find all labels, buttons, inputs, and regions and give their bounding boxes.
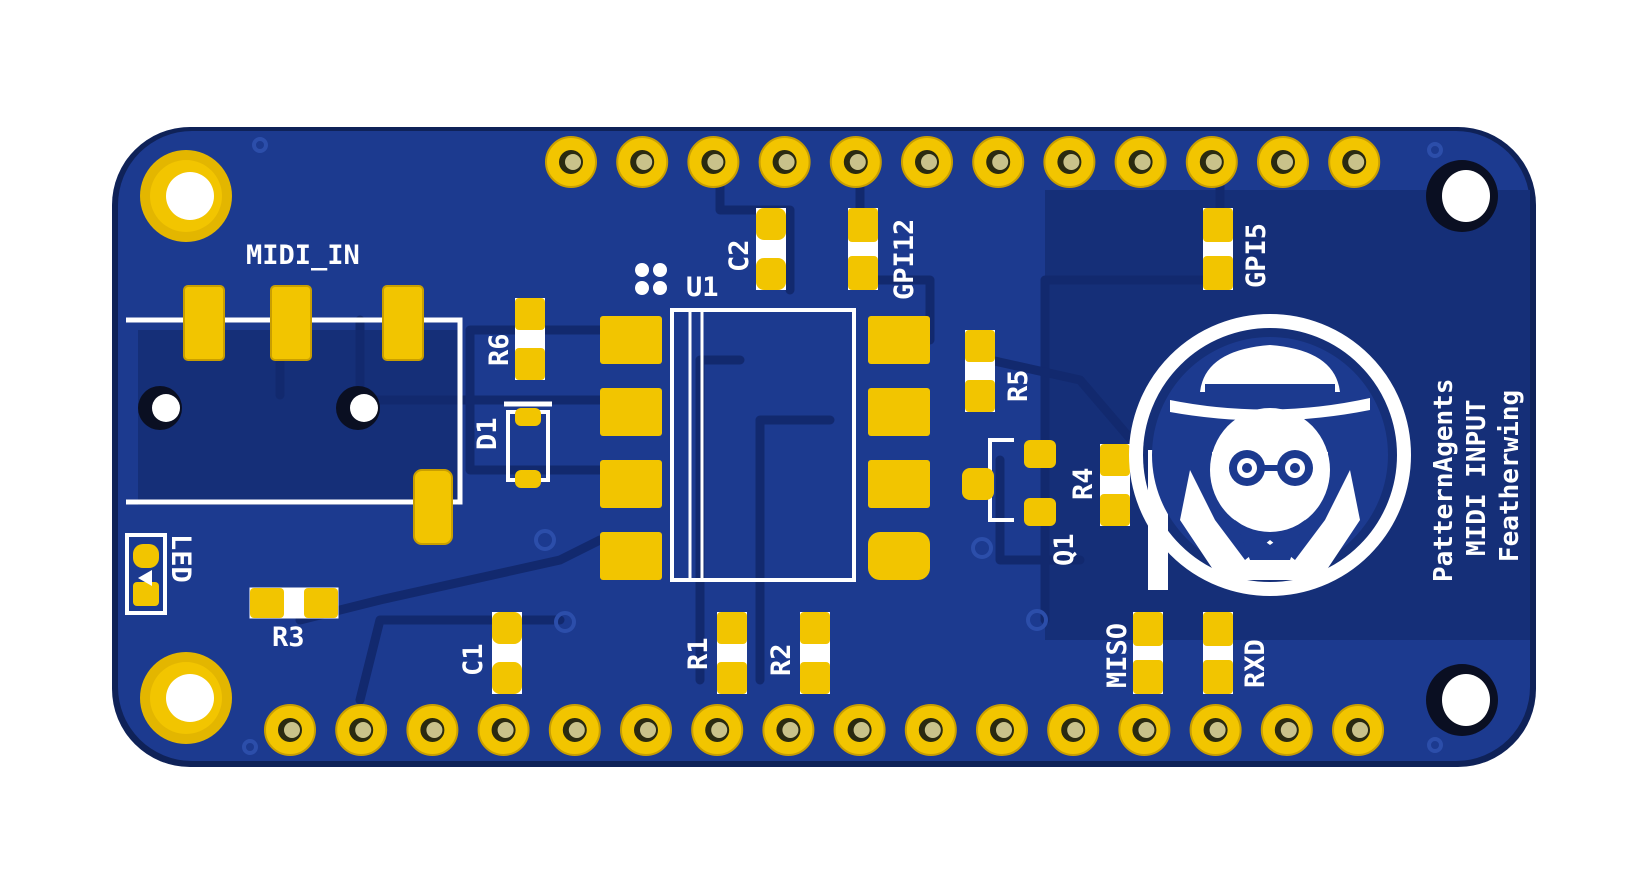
label-q1: Q1 [1049, 533, 1080, 566]
r4-resistor [1100, 444, 1130, 526]
label-led: LED [165, 534, 196, 583]
label-c2: C2 [724, 239, 755, 272]
header-top-pin [1043, 136, 1096, 188]
header-top-pin [545, 136, 597, 188]
r1-resistor [717, 612, 747, 694]
header-top-pin [687, 136, 740, 188]
header-bottom-pin [548, 704, 601, 756]
mounting-hole-tl [140, 150, 232, 242]
mounting-hole-tr [1426, 160, 1498, 232]
mounting-hole-bl [140, 652, 232, 744]
u1-pin1-marker-icon [635, 263, 667, 295]
r3-resistor [249, 587, 339, 619]
label-c1: C1 [458, 643, 489, 676]
u1-chip [670, 308, 856, 582]
header-bottom-pin [1189, 704, 1242, 756]
header-bottom-pin [762, 704, 815, 756]
header-bottom-pin [1332, 704, 1384, 756]
u1-pads [600, 316, 930, 580]
header-top-pin [901, 136, 953, 188]
header-bottom-pin [1260, 704, 1313, 756]
header-bottom-pin [477, 704, 530, 756]
header-bottom-pin [335, 704, 388, 756]
label-rxd: RXD [1240, 639, 1271, 688]
r2-resistor [800, 612, 830, 694]
header-top-pin [829, 136, 882, 188]
label-r1: R1 [683, 637, 714, 670]
header-bottom-pin [620, 704, 672, 756]
label-r5: R5 [1003, 369, 1034, 402]
header-bottom-pin [1118, 704, 1171, 756]
spy-agent-logo-icon [1129, 314, 1411, 596]
header-bottom-pin [406, 704, 459, 756]
miso-jumper [1133, 612, 1163, 694]
din-hole-left-inner [152, 394, 180, 422]
midi-in-pads [183, 285, 453, 545]
d1-diode [504, 401, 552, 488]
r5-resistor [965, 330, 995, 412]
header-top-row [545, 136, 1381, 188]
header-bottom-pin [1047, 704, 1100, 756]
led-footprint [125, 533, 167, 615]
header-top-pin [1328, 136, 1381, 188]
header-top-pin [758, 136, 811, 188]
c1-capacitor [492, 612, 522, 694]
gpi5-jumper [1203, 208, 1233, 290]
header-bottom-pin [976, 704, 1028, 756]
din-hole-right-inner [350, 394, 378, 422]
rxd-jumper [1203, 612, 1233, 694]
header-bottom-pin [264, 704, 316, 756]
label-midi-in: MIDI_IN [246, 240, 360, 271]
header-top-pin [972, 136, 1025, 188]
label-gpi12: GPI12 [889, 219, 920, 300]
header-bottom-pin [833, 704, 886, 756]
header-bottom-pin [691, 704, 744, 756]
brand-line-3: Featherwing [1495, 390, 1525, 562]
label-miso: MISO [1102, 623, 1133, 688]
label-gpi5: GPI5 [1241, 223, 1272, 288]
header-bottom-row [264, 704, 1384, 756]
label-d1: D1 [472, 417, 503, 450]
header-top-pin [1185, 136, 1238, 188]
header-top-pin [1114, 136, 1167, 188]
header-top-pin [616, 136, 669, 188]
brand-line-1: PatternAgents [1429, 379, 1459, 583]
q1-transistor [962, 438, 1056, 526]
mounting-hole-br [1426, 664, 1498, 736]
header-top-pin [1257, 136, 1309, 188]
label-u1: U1 [686, 272, 719, 303]
vias [242, 137, 1443, 755]
header-bottom-pin [904, 704, 957, 756]
label-r2: R2 [766, 643, 797, 676]
c2-capacitor [756, 208, 786, 290]
gpi12-jumper [848, 208, 878, 290]
label-r3: R3 [272, 622, 305, 653]
brand-line-2: MIDI INPUT [1462, 399, 1492, 556]
r6-resistor [515, 298, 545, 380]
label-r6: R6 [484, 333, 515, 366]
label-r4: R4 [1068, 467, 1099, 500]
